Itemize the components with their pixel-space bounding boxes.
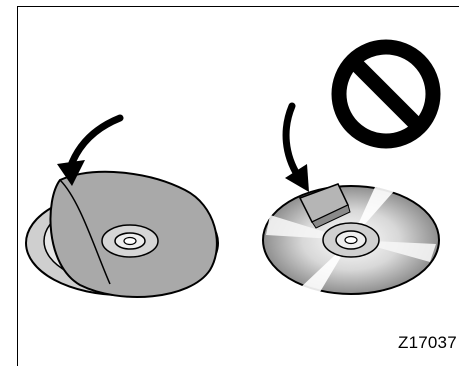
figure-code: Z17037 (398, 333, 457, 353)
prohibition-icon (339, 47, 433, 141)
illustration (0, 0, 459, 357)
disc-with-tape (263, 184, 439, 294)
disc-with-label (26, 172, 218, 297)
curved-arrow-icon (285, 106, 309, 192)
